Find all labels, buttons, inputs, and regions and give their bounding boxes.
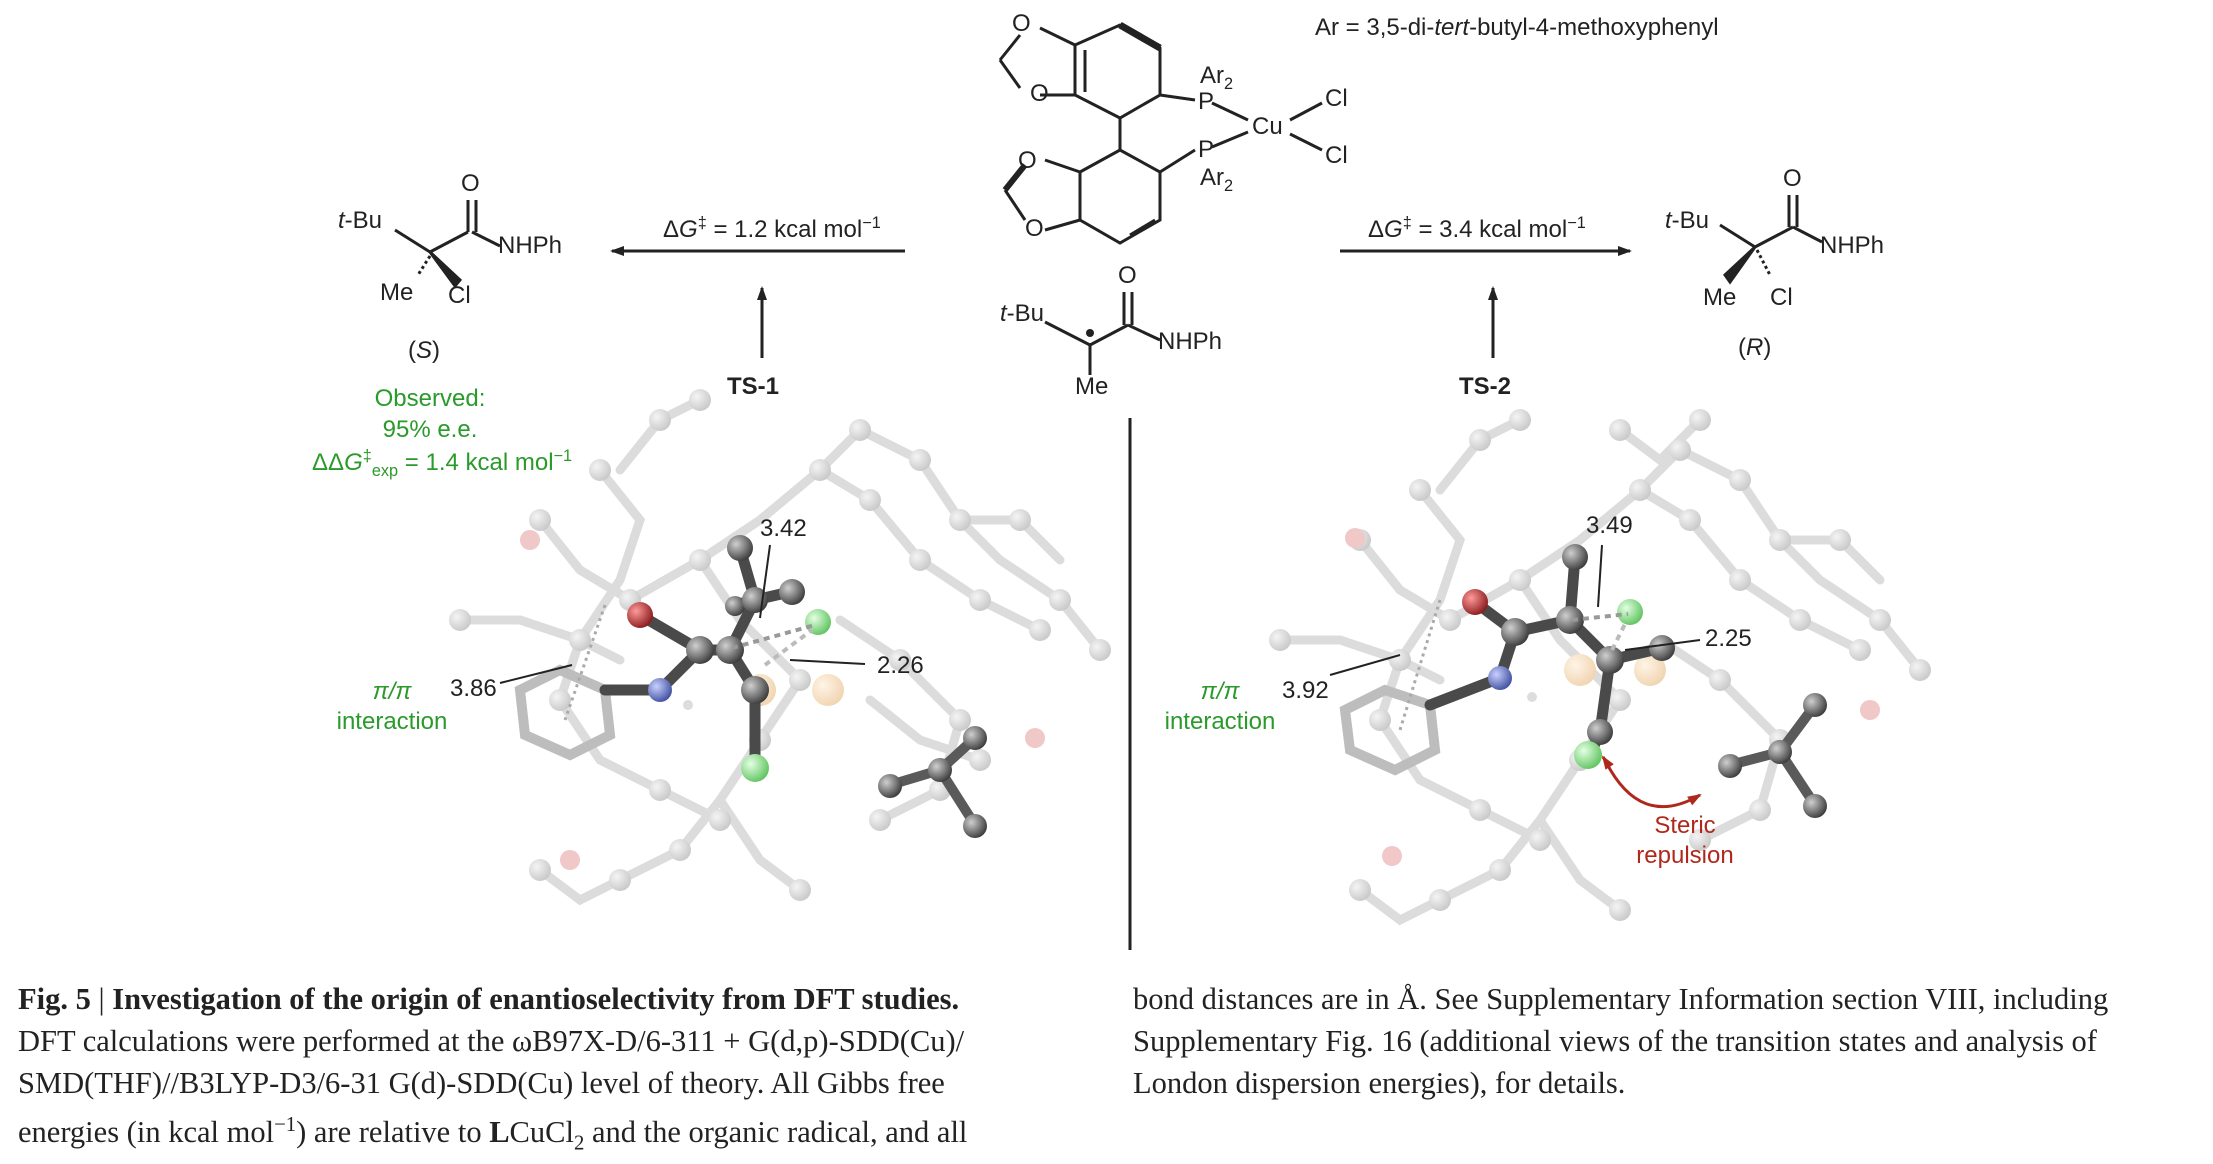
radical-o: O: [1118, 262, 1137, 289]
figure-caption-left: Fig. 5 | Investigation of the origin of …: [18, 978, 1118, 1164]
product-r-o: O: [1783, 165, 1802, 192]
product-s-nhph: NHPh: [498, 232, 563, 259]
cu-label: Cu: [1252, 113, 1283, 140]
ts2-distance-1: 3.49: [1586, 512, 1633, 539]
left-arrow-energy-label: ΔG‡ = 1.2 kcal mol−1: [663, 214, 881, 243]
ar2-top-label: Ar2: [1200, 62, 1234, 93]
ar-definition: Ar = 3,5-di-tert-butyl-4-methoxyphenyl: [1315, 14, 1719, 41]
ts1-pi-label: π/π: [372, 678, 412, 705]
ts2-structure: [1269, 409, 1931, 926]
observed-ddg: ΔΔG‡exp = 1.4 kcal mol−1: [312, 447, 573, 480]
observed-ee: 95% e.e.: [382, 416, 478, 443]
radical-tbu: t-Bu: [1000, 300, 1045, 327]
radical-nhph: NHPh: [1158, 328, 1223, 355]
p-top-label: P: [1198, 88, 1215, 115]
figure-number: Fig. 5: [18, 982, 91, 1016]
cl-top-label: Cl: [1325, 85, 1348, 112]
ligand-drawing: [998, 21, 1323, 245]
product-r-nhph: NHPh: [1820, 232, 1885, 259]
product-r-cl: Cl: [1770, 284, 1793, 311]
product-r-drawing: [1719, 195, 1823, 285]
ts2-distance-2: 2.25: [1705, 625, 1752, 652]
ts1-interaction-label: interaction: [336, 708, 448, 735]
p-bottom-label: P: [1198, 136, 1215, 163]
product-s-me: Me: [380, 279, 414, 306]
radical-drawing: [1044, 292, 1161, 375]
caption-line-1: DFT calculations were performed at the ω…: [18, 1024, 965, 1058]
ligand-o-4: O: [1025, 215, 1044, 242]
observed-heading: Observed:: [374, 385, 486, 412]
product-s-drawing: [394, 200, 501, 289]
figure-title: Investigation of the origin of enantiose…: [112, 982, 960, 1016]
ts1-distance-1: 3.42: [760, 515, 807, 542]
product-r-config: (R): [1738, 334, 1772, 361]
ts2-pi-label: π/π: [1200, 678, 1240, 705]
caption-line-3: energies (in kcal mol−1) are relative to…: [18, 1114, 968, 1155]
steric-repulsion-arrow: [1603, 759, 1702, 809]
ts1-label: TS-1: [727, 373, 780, 400]
caption-line-2: SMD(THF)//B3LYP-D3/6-31 G(d)-SDD(Cu) lev…: [18, 1066, 945, 1100]
caption-line-4: bond distances are in Å. See Supplementa…: [1133, 982, 2109, 1016]
product-s-config: (S): [408, 337, 441, 364]
ts2-distance-3: 3.92: [1282, 677, 1329, 704]
product-s-o: O: [461, 170, 480, 197]
ts2-label: TS-2: [1459, 373, 1512, 400]
steric-label-1: Steric: [1654, 812, 1716, 839]
ts2-interaction-label: interaction: [1164, 708, 1276, 735]
caption-line-5: Supplementary Fig. 16 (additional views …: [1133, 1024, 2097, 1058]
caption-line-6: London dispersion energies), for details…: [1133, 1066, 1626, 1100]
ts1-distance-3: 3.86: [450, 675, 497, 702]
ts1-structure: [449, 389, 1111, 906]
radical-dot-icon: [1086, 329, 1094, 337]
figure-caption-right: bond distances are in Å. See Supplementa…: [1133, 978, 2203, 1104]
ligand-o-3: O: [1018, 147, 1037, 174]
ligand-o-2: O: [1030, 80, 1049, 107]
product-s-cl: Cl: [448, 282, 471, 309]
product-r-tbu: t-Bu: [1665, 207, 1710, 234]
steric-label-2: repulsion: [1636, 842, 1734, 869]
ts1-distance-2: 2.26: [877, 652, 924, 679]
ar2-bottom-label: Ar2: [1200, 164, 1234, 195]
product-r-me: Me: [1703, 284, 1737, 311]
product-s-tbu: t-Bu: [338, 207, 383, 234]
radical-me: Me: [1075, 373, 1109, 400]
ligand-o-1: O: [1012, 10, 1031, 37]
cl-bottom-label: Cl: [1325, 142, 1348, 169]
right-arrow-energy-label: ΔG‡ = 3.4 kcal mol−1: [1368, 214, 1586, 243]
